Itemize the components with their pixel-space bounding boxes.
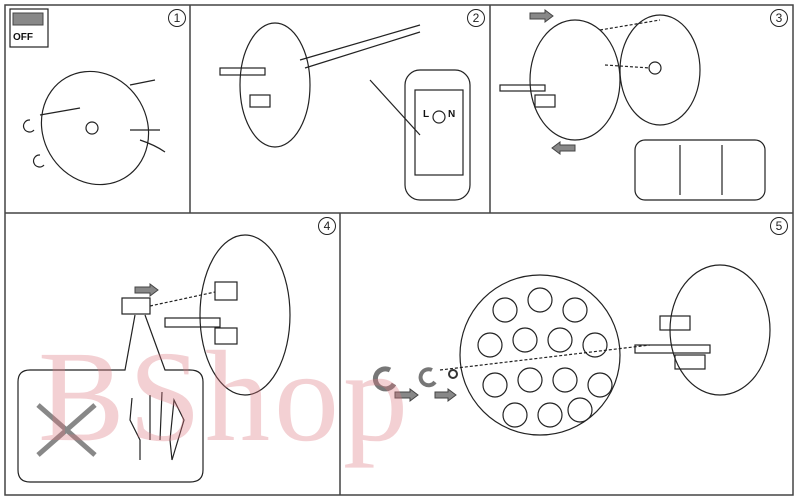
step-number-4: 4 [318, 217, 336, 235]
off-switch-label: OFF [13, 32, 33, 43]
neutral-terminal-label: N [448, 109, 456, 120]
step1-mounting-plate [9, 8, 166, 186]
step5-attach-shade [372, 264, 771, 436]
live-terminal-label: L [423, 109, 430, 120]
step-number-1: 1 [168, 9, 186, 27]
panel-frames [4, 4, 794, 496]
step4-install-bulb [17, 234, 291, 483]
step2-wiring [219, 22, 471, 201]
step-number-3: 3 [770, 9, 788, 27]
step-number-2: 2 [467, 9, 485, 27]
step-number-5: 5 [770, 217, 788, 235]
step3-attach-plate [499, 9, 766, 201]
